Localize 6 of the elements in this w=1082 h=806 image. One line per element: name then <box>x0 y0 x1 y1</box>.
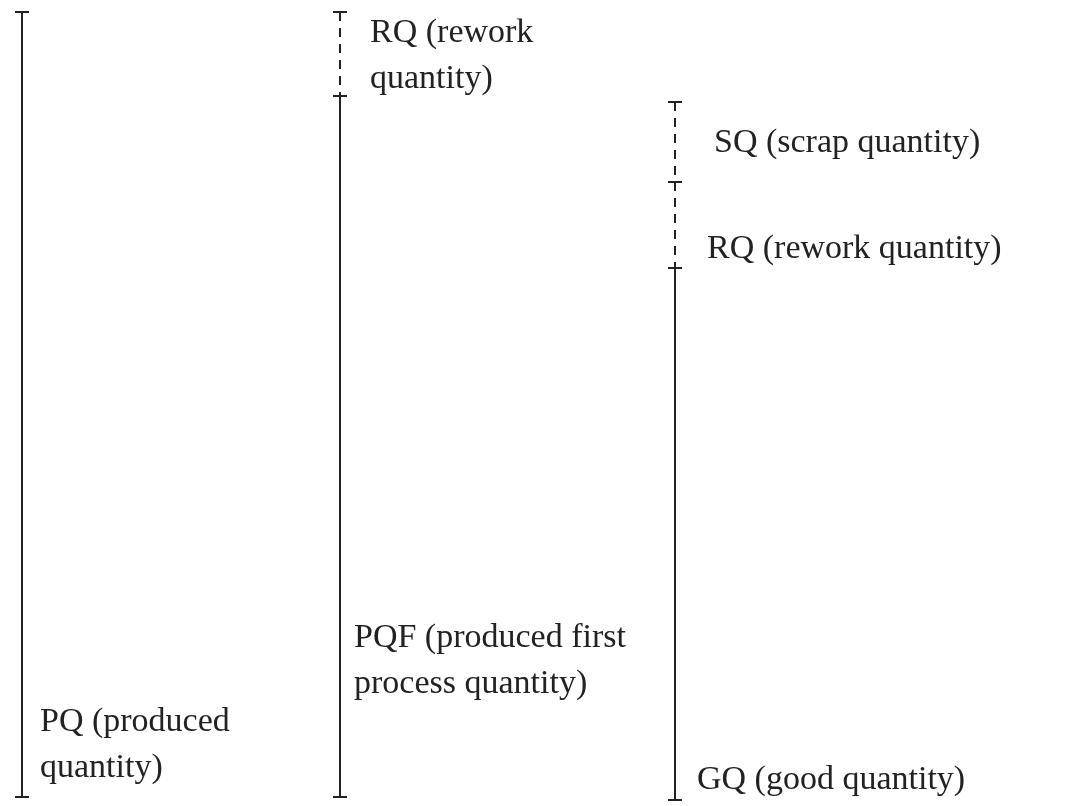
dimension-label: RQ (rework quantity) <box>370 11 535 97</box>
dimension-label: SQ (scrap quantity) <box>714 121 982 161</box>
dimension-label: GQ (good quantity) <box>697 758 967 798</box>
dimension-label: PQ (produced quantity) <box>40 700 231 786</box>
dimension-label: RQ (rework quantity) <box>707 227 1003 267</box>
dimension-label: PQF (produced first process quantity) <box>354 616 627 702</box>
